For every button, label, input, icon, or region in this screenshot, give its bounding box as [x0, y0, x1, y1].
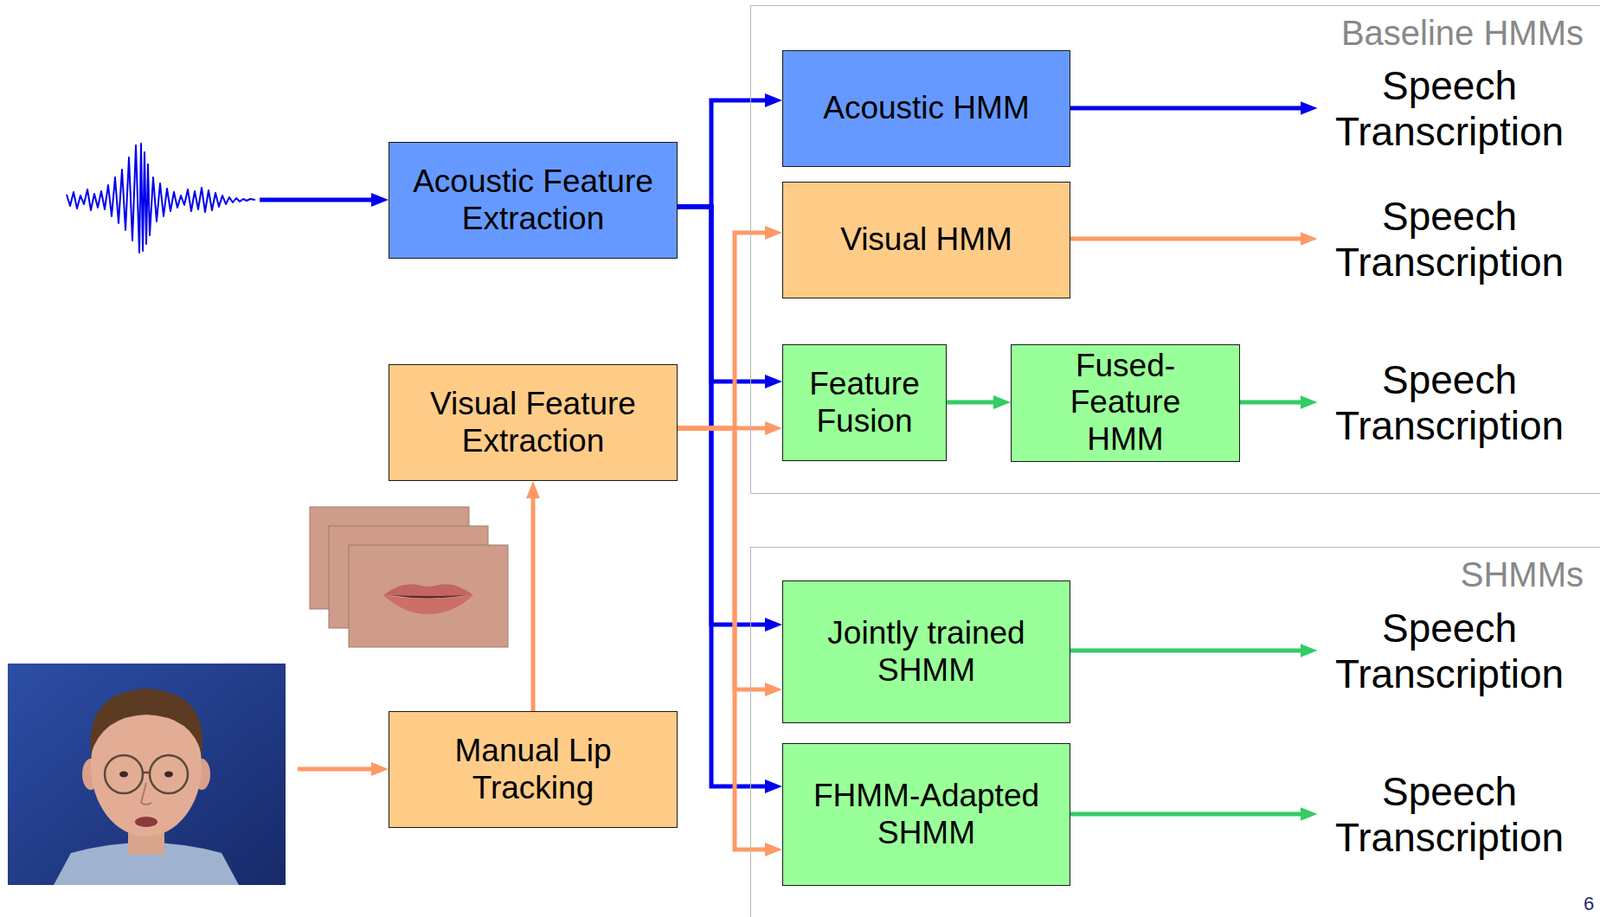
connector-arrow — [1070, 812, 1306, 817]
connector-arrow — [1070, 648, 1306, 654]
process-box: Fused-Feature HMM — [1010, 344, 1241, 463]
input-arrow — [297, 767, 374, 772]
process-box: Feature Fusion — [782, 344, 947, 462]
connector-arrow — [1070, 106, 1306, 111]
connector-arrow — [946, 400, 999, 405]
process-box: FHMM-Adapted SHMM — [782, 743, 1071, 887]
connector-arrow — [677, 428, 771, 850]
box-label: Manual Lip Tracking — [398, 732, 668, 807]
output-text: Speech Transcription — [1335, 769, 1565, 862]
speaker-photo — [7, 663, 286, 886]
connector-arrow — [1240, 400, 1306, 405]
process-box: Acoustic HMM — [782, 50, 1071, 168]
group-panel: Baseline HMMsAcoustic HMM Speech Transcri… — [750, 5, 1600, 495]
arrowhead — [371, 192, 389, 207]
output-text: Speech Transcription — [1335, 193, 1565, 286]
output-text: Speech Transcription — [1335, 357, 1565, 450]
output-node: Speech Transcription — [1317, 56, 1582, 162]
output-text: Speech Transcription — [1335, 63, 1565, 155]
output-node: Speech Transcription — [1317, 762, 1582, 868]
connector-arrow — [677, 206, 771, 625]
box-label: FHMM-Adapted SHMM — [792, 777, 1061, 852]
box-label: Acoustic Feature Extraction — [398, 163, 668, 238]
process-box: Manual Lip Tracking — [388, 711, 678, 829]
box-label: Acoustic HMM — [822, 89, 1029, 128]
output-text: Speech Transcription — [1335, 605, 1565, 698]
connector-arrow — [677, 232, 771, 429]
process-box: Acoustic Feature Extraction — [388, 141, 678, 259]
group-panel: SHMMsJointly trained SHMM Speech Transcri… — [750, 546, 1600, 917]
output-node: Speech Transcription — [1317, 598, 1582, 705]
box-label: Visual HMM — [840, 221, 1013, 259]
connector-arrow — [677, 100, 771, 207]
panel-title: Baseline HMMs — [1341, 12, 1584, 53]
connector-arrow — [1070, 237, 1306, 242]
output-node: Speech Transcription — [1317, 350, 1582, 457]
page-number: 6 — [1583, 893, 1594, 916]
process-box: Jointly trained SHMM — [782, 580, 1071, 724]
connector-arrow — [677, 206, 771, 787]
connector-arrow — [677, 428, 771, 690]
box-label: Jointly trained SHMM — [792, 615, 1061, 689]
connector-arrow — [531, 493, 536, 712]
process-box: Visual Feature Extraction — [388, 364, 678, 482]
box-label: Fused-Feature HMM — [1036, 347, 1215, 459]
box-label: Feature Fusion — [792, 366, 937, 440]
panel-title: SHMMs — [1460, 554, 1584, 595]
output-node: Speech Transcription — [1317, 186, 1582, 293]
lip-image — [348, 545, 508, 648]
input-arrow — [259, 198, 374, 203]
process-box: Visual HMM — [782, 181, 1071, 299]
arrowhead — [371, 762, 389, 777]
audio-waveform — [66, 143, 256, 253]
box-label: Visual Feature Extraction — [398, 385, 668, 460]
